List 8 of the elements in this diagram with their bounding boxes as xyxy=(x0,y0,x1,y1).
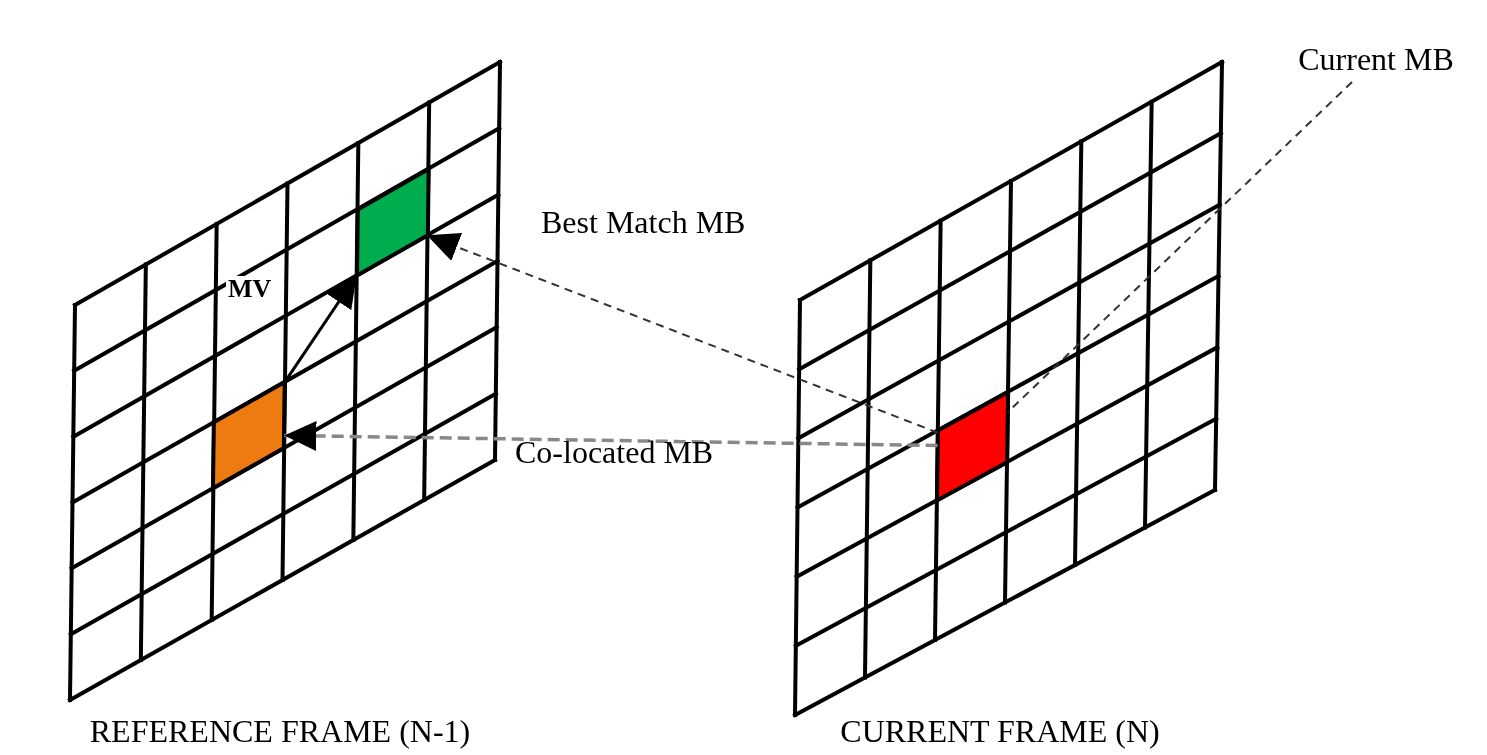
edge-label: Co-located MB xyxy=(515,436,714,468)
dashed-connector xyxy=(284,420,938,451)
frame-caption: CURRENT FRAME (N) xyxy=(840,711,1160,750)
frame-caption: REFERENCE FRAME (N-1) xyxy=(89,711,471,750)
edge-label: Best Match MB xyxy=(541,206,746,238)
dashed-connector xyxy=(425,232,939,434)
dashed-connector xyxy=(1006,81,1353,414)
callout-text: Current MB xyxy=(1298,43,1454,75)
